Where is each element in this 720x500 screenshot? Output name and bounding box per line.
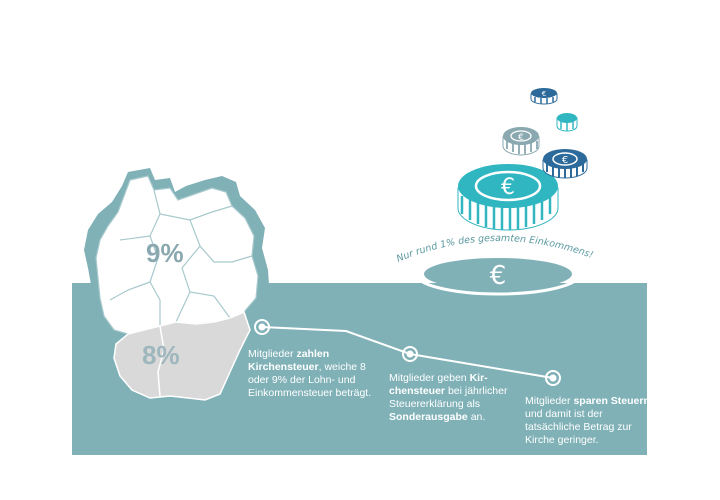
step-2-bold2: Sonderausgabe — [389, 411, 468, 423]
coin-navy-euro-icon: € — [562, 155, 568, 166]
timeline-line — [261, 326, 554, 379]
step-1-pre: Mitglieder — [248, 348, 297, 360]
slot-euro-icon: € — [490, 261, 507, 291]
step-3-post: und damit ist der tatsächliche Betrag zu… — [525, 408, 632, 446]
coin-tiny-navy: € — [530, 88, 558, 105]
step-2-pre: Mitglieder geben — [389, 372, 470, 384]
step-1-bold: zahlen Kirchensteuer — [248, 348, 330, 373]
step-2-post2: an. — [467, 411, 486, 423]
step-2-caption: Mitglieder geben Kir­chensteuer bei jähr… — [389, 372, 514, 424]
coin-gray-euro-icon: € — [518, 133, 524, 143]
north-percent-label: 9% — [146, 238, 184, 268]
coin-slot-ring — [414, 252, 582, 296]
timeline-dot-1 — [254, 319, 270, 335]
germany-south-states — [113, 310, 251, 401]
coin-navy: € — [542, 149, 588, 179]
step-3-pre: Mitglieder — [525, 395, 574, 407]
step-3-caption: Mitglieder sparen Steuern und damit ist … — [525, 395, 650, 447]
bw-bavaria-border — [157, 325, 165, 397]
coin-small-cyan — [556, 113, 578, 132]
step-3-bold: sparen Steuern — [573, 395, 650, 407]
timeline-dot-2 — [402, 346, 418, 362]
timeline-dot-3 — [545, 370, 561, 386]
coin-tiny-euro-icon: € — [542, 90, 546, 98]
step-1-post: , weiche 8 oder 9% der Lohn- und Einkomm… — [248, 361, 372, 399]
coin-slot — [424, 258, 572, 290]
coin-large: € — [457, 164, 559, 231]
step-2-bold: Kir­chensteuer — [389, 372, 488, 397]
state-borders — [109, 189, 253, 326]
coin-large-euro-icon: € — [501, 175, 515, 200]
coin-gray: € — [502, 127, 540, 156]
south-percent-label: 8% — [142, 340, 180, 370]
step-2-post: bei jährlicher Steuererklärung als — [389, 385, 508, 410]
step-1-caption: Mitglieder zahlen Kirchensteuer, weiche … — [248, 348, 373, 400]
